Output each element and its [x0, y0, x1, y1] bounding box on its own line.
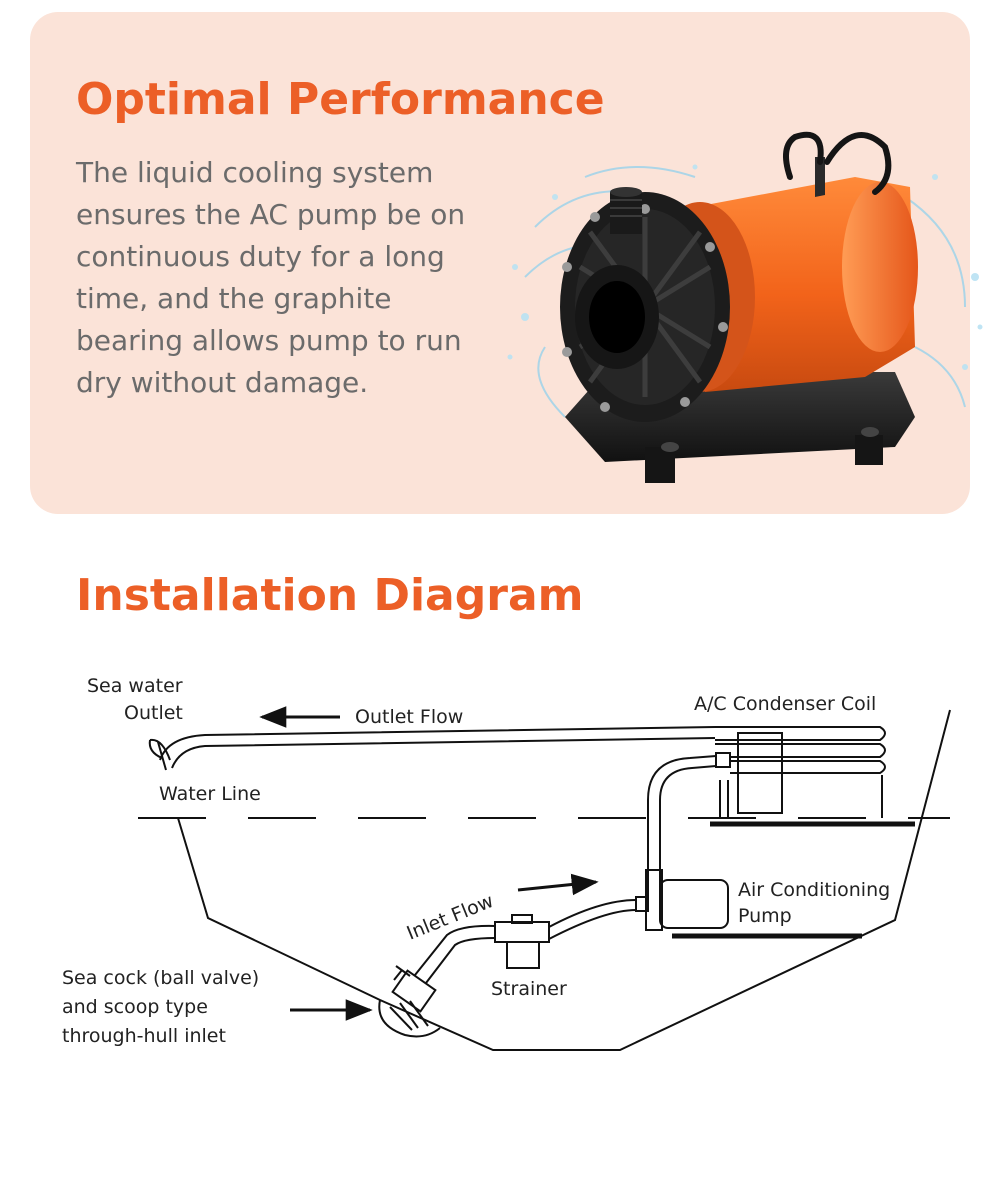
outlet-hose [148, 726, 716, 771]
label-sea-water-outlet-1: Sea water [87, 675, 183, 697]
outlet-port [610, 187, 642, 234]
label-strainer: Strainer [491, 978, 567, 1000]
performance-title: Optimal Performance [76, 74, 605, 125]
riser-hose [647, 755, 717, 900]
inlet-hose [414, 899, 637, 984]
performance-description: The liquid cooling system ensures the AC… [76, 156, 466, 399]
label-sea-water-outlet-2: Outlet [124, 702, 183, 724]
power-cable [783, 131, 892, 195]
pump-illustration [507, 131, 983, 483]
condenser-coil [715, 726, 886, 818]
air-conditioning-pump [635, 869, 729, 931]
label-water-line: Water Line [159, 783, 261, 805]
boat-hull [177, 709, 951, 1051]
label-sea-cock-2: and scoop type [62, 996, 208, 1018]
label-sea-cock-3: through-hull inlet [62, 1025, 226, 1047]
inlet-flow-arrow [517, 873, 599, 896]
label-sea-cock-1: Sea cock (ball valve) [62, 967, 259, 989]
installation-diagram: Sea water Outlet Outlet Flow A/C Condens… [62, 675, 951, 1051]
performance-card: Optimal Performance The liquid cooling s… [30, 12, 983, 514]
label-outlet-flow: Outlet Flow [355, 706, 463, 728]
label-air-conditioning-2: Pump [738, 905, 792, 927]
label-inlet-flow: Inlet Flow [404, 890, 497, 945]
pump-head [560, 192, 730, 422]
label-condenser-coil: A/C Condenser Coil [694, 693, 876, 715]
label-air-conditioning-1: Air Conditioning [738, 879, 890, 901]
strainer [494, 914, 550, 969]
installation-title: Installation Diagram [76, 570, 584, 621]
sea-cock-valve [378, 965, 441, 1038]
